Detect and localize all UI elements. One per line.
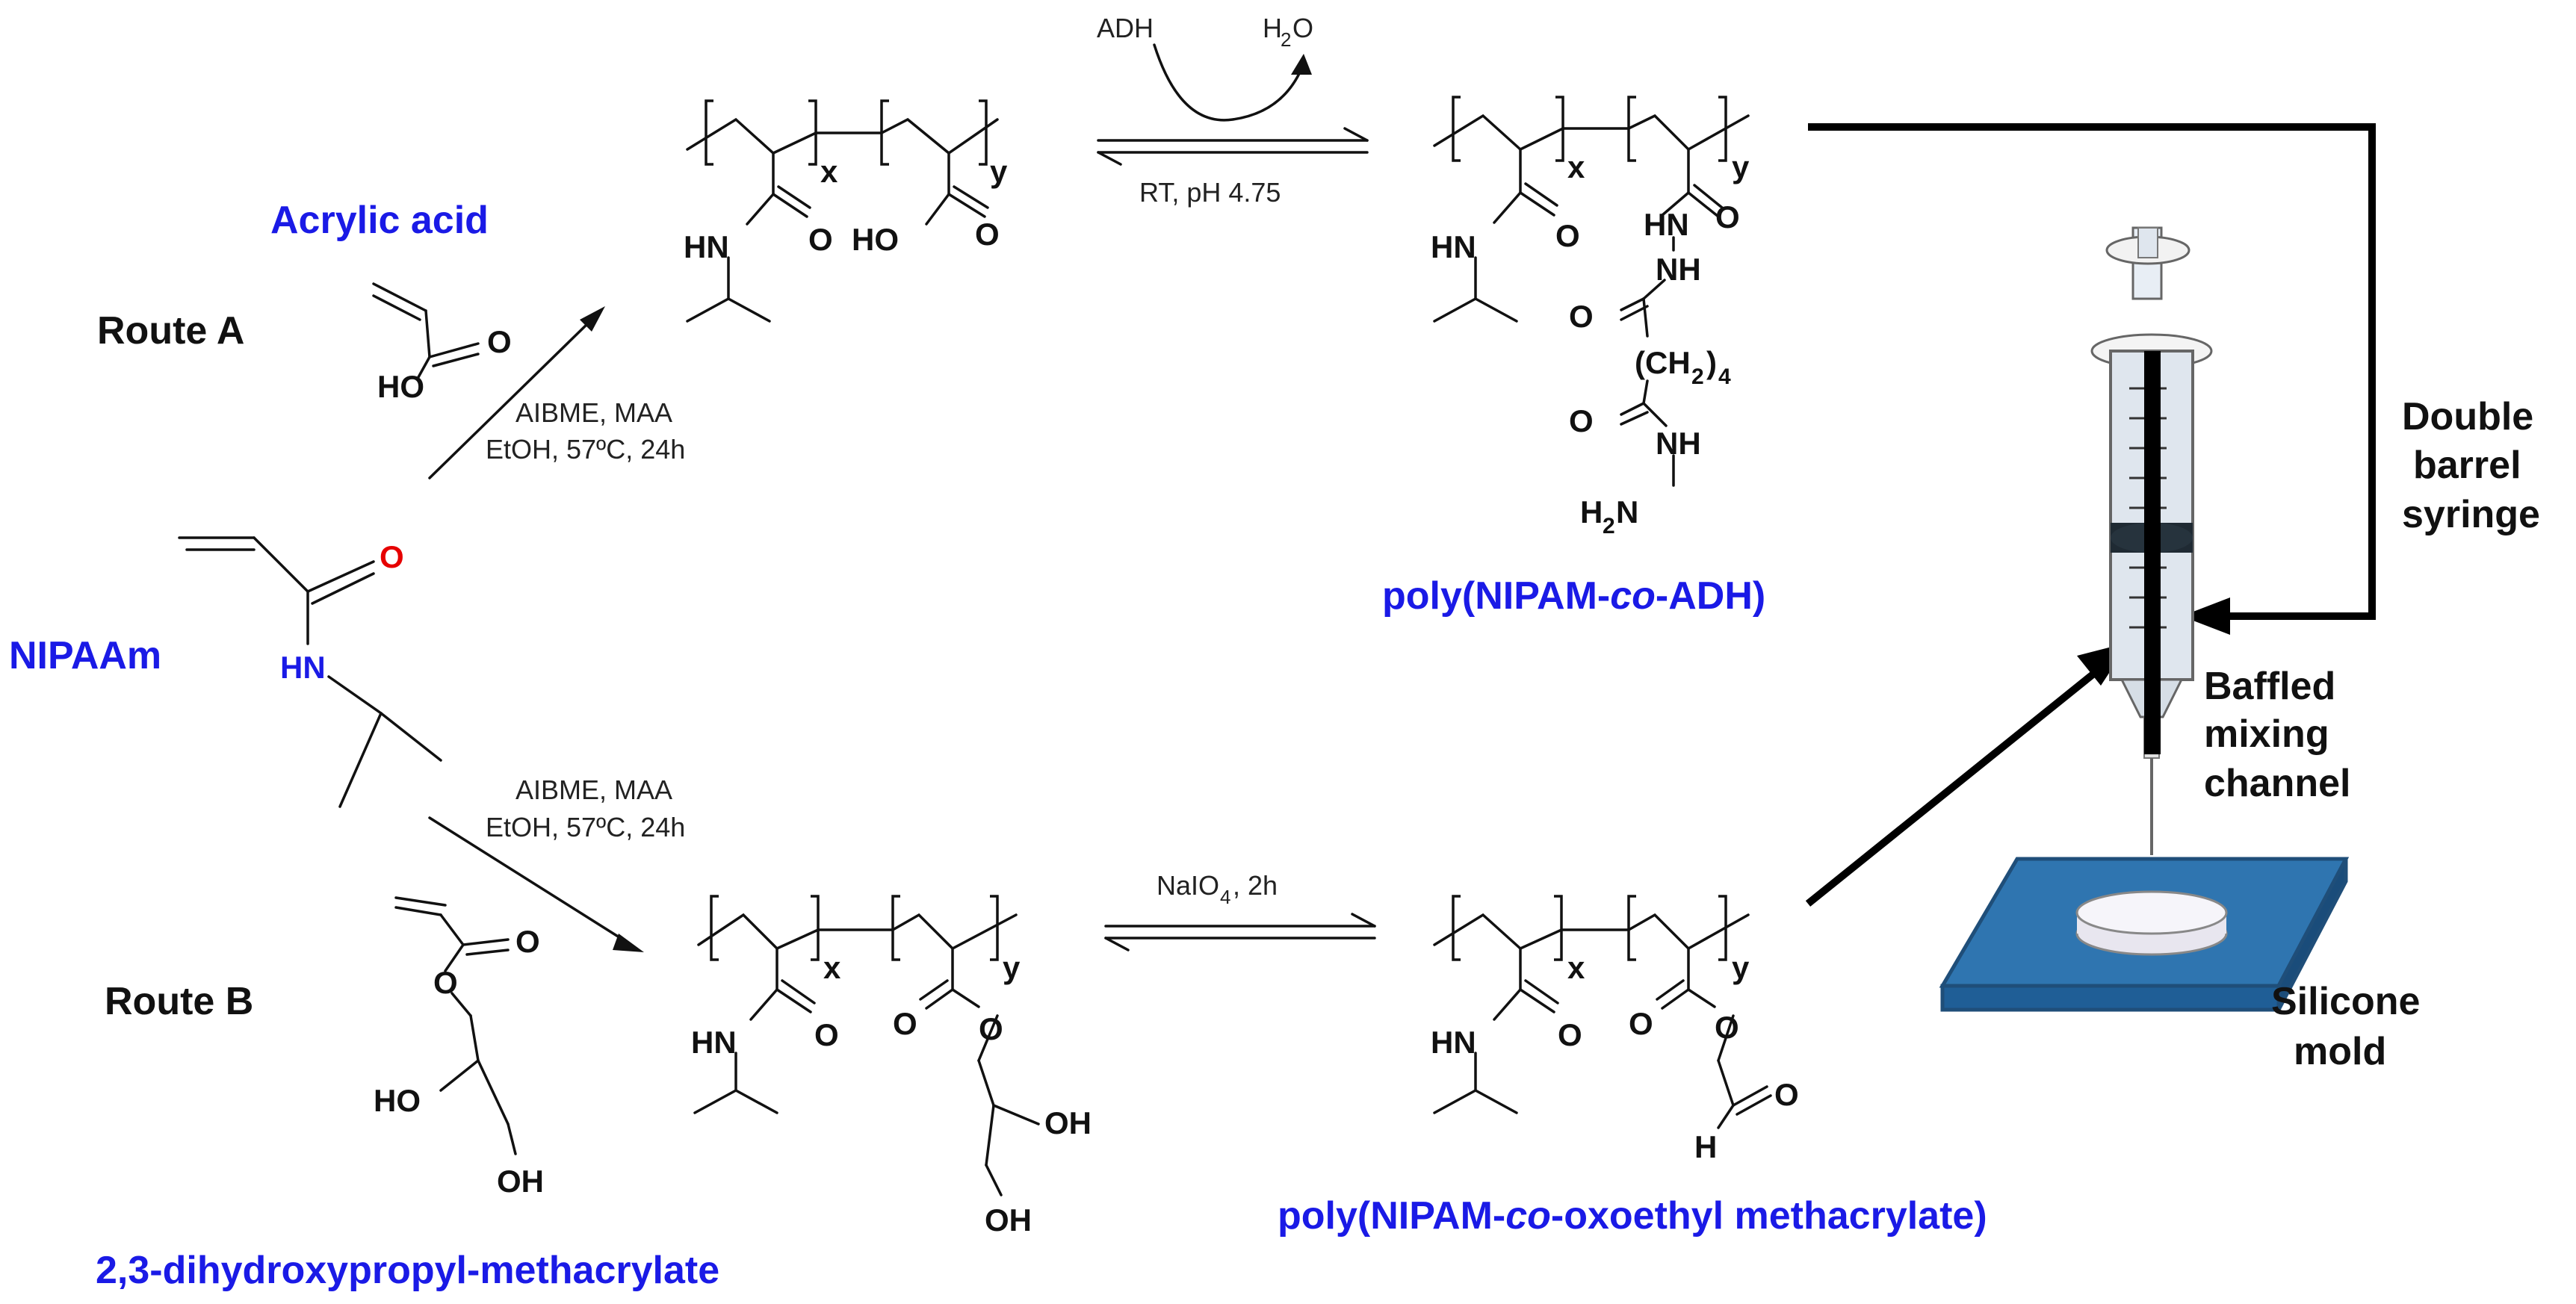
route-a-cond-2: EtOH, 57ºC, 24h [486, 434, 685, 465]
naio4-sub: 4 [1220, 886, 1230, 908]
baffled-line1: Baffled [2204, 665, 2335, 708]
adh-nh-2: NH [1656, 426, 1701, 461]
oxo-y: y [1732, 950, 1750, 985]
double-barrel-line3: syringe [2402, 493, 2540, 536]
adh-nh-1: NH [1656, 252, 1701, 287]
copb-o-ester: O [979, 1011, 1003, 1046]
poly-nipam-co-adh-structure: x y HN O HN O NH O (CH 2 ) 4 O NH H 2 N [1431, 96, 1750, 538]
baffled-line2: mixing [2204, 712, 2329, 756]
adh-o-hydrazide: O [1715, 199, 1740, 235]
silicone-line1: Silicone [2271, 980, 2420, 1023]
adh-h2n-2: 2 [1603, 514, 1615, 538]
copb-oh-1: OH [1044, 1105, 1092, 1140]
dhpma-o-carbonyl: O [515, 924, 540, 959]
copa-o-amide: O [808, 222, 833, 257]
copa-x: x [820, 154, 838, 189]
double-barrel-line1: Double [2402, 395, 2533, 438]
copb-hn: HN [691, 1025, 737, 1060]
dhpma-oh: OH [497, 1164, 544, 1199]
dhpma-ho: HO [374, 1083, 421, 1118]
naio4-b: , 2h [1233, 870, 1278, 901]
adh-ch2-open: (CH [1635, 345, 1691, 380]
nipaam-hn: HN [280, 650, 326, 685]
water-h: H [1263, 13, 1282, 43]
copb-o-amide: O [814, 1017, 839, 1052]
water-o: O [1292, 13, 1313, 43]
oxo-h-aldehyde: H [1694, 1129, 1717, 1164]
poly-oxo-label: poly(NIPAM-co-oxoethyl methacrylate) [1278, 1194, 1987, 1238]
copb-oh-2: OH [985, 1202, 1032, 1238]
adh-ch2-sub: 2 [1691, 364, 1704, 389]
route-b-cond-1: AIBME, MAA [515, 774, 672, 805]
copa-o-acid: O [975, 217, 1000, 252]
route-a-label: Route A [97, 309, 244, 353]
adh-hn-amide: HN [1431, 229, 1476, 264]
silicone-mold [1939, 857, 2350, 1012]
dhpma-o-ester: O [433, 965, 458, 1000]
adh-ch2-n: 4 [1718, 364, 1731, 389]
route-a-cond-1: AIBME, MAA [515, 397, 672, 428]
adh-y: y [1732, 149, 1750, 184]
copa-hn: HN [684, 229, 729, 264]
acrylic-acid-ho: HO [377, 369, 424, 404]
route-b-label: Route B [105, 980, 253, 1023]
adh-o-mid-2: O [1569, 403, 1594, 438]
poly-nipam-co-oxoethyl-structure: x y HN O O O O H [1431, 895, 1799, 1164]
copb-y: y [1003, 950, 1021, 985]
adh-h2n-h: H [1580, 494, 1603, 530]
copolymer-diol: x y HN O O O OH OH [691, 895, 1092, 1238]
adh-o-mid-1: O [1569, 299, 1594, 334]
double-barrel-line2: barrel [2413, 444, 2521, 487]
adh-equilibrium-arrow: ADH H 2 O RT, pH 4.75 [1097, 13, 1369, 208]
route-b-arrow: AIBME, MAA EtOH, 57ºC, 24h [428, 774, 685, 952]
adh-h2n-n: N [1616, 494, 1638, 530]
oxo-o-aldehyde: O [1774, 1077, 1799, 1112]
oxo-x: x [1567, 950, 1585, 985]
oxo-o-ester: O [1715, 1010, 1739, 1045]
double-barrel-syringe [2090, 226, 2213, 855]
poly-adh-label: poly(NIPAM-co-ADH) [1382, 574, 1765, 618]
adh-conditions: RT, pH 4.75 [1139, 177, 1281, 208]
oxo-o-amide: O [1558, 1017, 1582, 1052]
adh-x: x [1567, 149, 1585, 184]
adh-o-amide: O [1555, 218, 1580, 253]
nipaam-structure: O HN [178, 536, 442, 808]
route-b-cond-2: EtOH, 57ºC, 24h [486, 812, 685, 842]
copb-x: x [823, 950, 841, 985]
adh-hn-hydrazide: HN [1644, 207, 1689, 242]
route-a-arrow: AIBME, MAA EtOH, 57ºC, 24h [428, 306, 685, 479]
oxo-o-carbonyl: O [1629, 1006, 1653, 1041]
copolymer-acrylic-acid: x y HN O HO O [684, 99, 1008, 323]
copa-y: y [990, 154, 1008, 189]
naio4-equilibrium-arrow: NaIO 4 , 2h [1104, 870, 1376, 951]
oxo-hn: HN [1431, 1025, 1476, 1060]
dhpma-structure: O O HO OH [374, 896, 544, 1199]
side-labels: Double barrel syringe Baffled mixing cha… [2204, 395, 2540, 1073]
nipaam-o: O [380, 539, 404, 574]
water-sub: 2 [1281, 28, 1291, 51]
acrylic-acid-o: O [487, 324, 512, 359]
baffled-line3: channel [2204, 762, 2351, 805]
copb-o-carbonyl: O [893, 1006, 917, 1041]
naio4-a: NaIO [1157, 870, 1219, 901]
adh-ch2-close: ) [1706, 345, 1717, 380]
nipaam-label: NIPAAm [9, 634, 161, 677]
acrylic-acid-label: Acrylic acid [270, 199, 489, 242]
acrylic-acid-structure: O HO [372, 282, 512, 404]
adh-reagent: ADH [1097, 13, 1154, 43]
dhpma-label: 2,3-dihydroxypropyl-methacrylate [96, 1249, 719, 1292]
silicone-line2: mold [2294, 1030, 2386, 1073]
copa-ho: HO [852, 222, 899, 257]
